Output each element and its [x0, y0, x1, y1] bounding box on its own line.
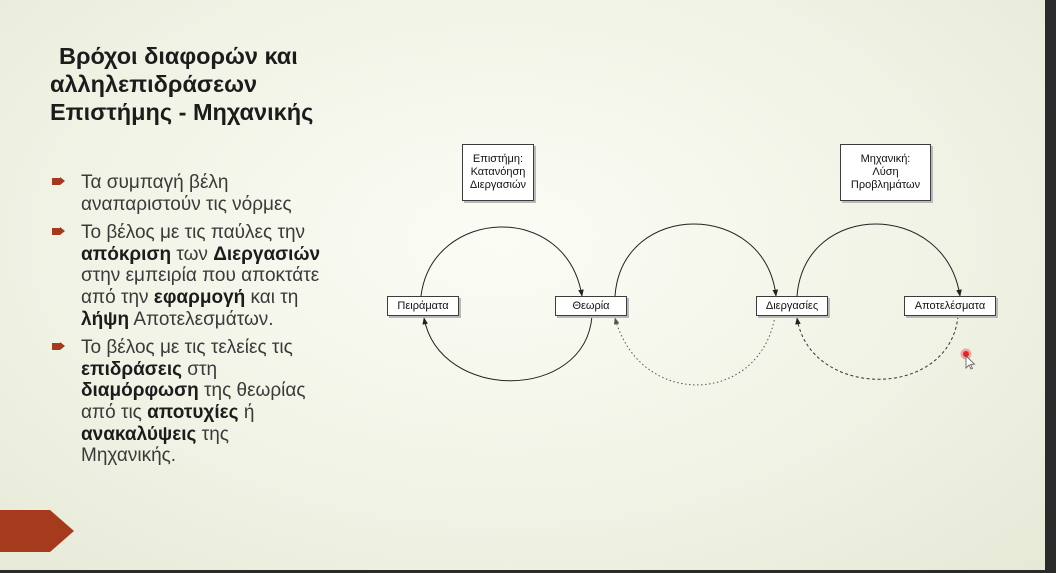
- bullet-text: ανακαλύψεις της: [81, 424, 352, 446]
- bullet-text: Μηχανικής.: [81, 445, 177, 467]
- science-box-line: Κατανόηση: [470, 166, 526, 178]
- arrow-processes-to-theory-dotted: [613, 315, 776, 386]
- bullet-text: από τις αποτυχίες ή: [81, 402, 352, 424]
- bullet-text-part: της θεωρίας: [198, 380, 306, 402]
- bullet-text-part: ή: [238, 401, 255, 423]
- mouse-pointer-icon: [965, 355, 976, 370]
- bold-term: διαμόρφωση: [81, 380, 199, 402]
- node-theory: Θεωρία: [555, 296, 627, 316]
- window-edge: [0, 570, 1056, 573]
- node-experiments: Πειράματα: [387, 296, 459, 316]
- arrow-theory-to-processes: [614, 223, 779, 297]
- bullet-text: απόκριση των Διεργασιών: [81, 244, 352, 266]
- node-label: Πειράματα: [397, 299, 449, 312]
- bullet-text-part: από τις: [81, 401, 148, 423]
- bullet-list: Τα συμπαγή βέλη αναπαριστούν τις νόρμες …: [52, 172, 352, 474]
- science-box-line: Διεργασιών: [469, 179, 527, 191]
- node-label: Διεργασίες: [765, 299, 819, 312]
- bullet-text: στην εμπειρία που αποκτάτε: [81, 265, 320, 287]
- bold-term: εφαρμογή: [153, 286, 246, 308]
- engineering-box: Μηχανική: Λύση Προβλημάτων: [840, 144, 931, 201]
- engineering-box-line: Μηχανική:: [860, 153, 911, 165]
- slide-title: Βρόχοι διαφορών και αλληλεπιδράσεων Επισ…: [50, 42, 313, 126]
- arrow-processes-to-results: [796, 223, 962, 297]
- bullet-text: διαμόρφωση της θεωρίας: [81, 380, 352, 402]
- window-edge: [1045, 0, 1056, 573]
- bullet-text-part: των: [171, 243, 214, 265]
- science-box-line: Επιστήμη:: [472, 153, 524, 165]
- arrow-theory-to-experiments: [422, 315, 593, 382]
- bullet-text: επιδράσεις στη: [81, 359, 352, 381]
- bullet-text-part: και τη: [245, 286, 299, 308]
- node-processes: Διεργασίες: [756, 296, 828, 316]
- bullet-text-part: Αποτελεσμάτων.: [129, 308, 274, 330]
- engineering-box-line: Προβλημάτων: [850, 179, 921, 191]
- title-line-1: Βρόχοι διαφορών και: [59, 43, 298, 69]
- science-box: Επιστήμη: Κατανόηση Διεργασιών: [462, 144, 534, 201]
- bold-term: επιδράσεις: [81, 358, 182, 380]
- bullet-text-part: από την: [81, 286, 154, 308]
- bullet-item-dotted: Το βέλος με τις τελείες τις επιδράσεις σ…: [52, 337, 352, 467]
- node-label: Αποτελέσματα: [914, 299, 986, 312]
- title-line-3: Επιστήμης - Μηχανικής: [50, 99, 314, 125]
- bullet-text-part: στη: [181, 358, 218, 380]
- bullet-text: λήψη Αποτελεσμάτων.: [81, 309, 352, 331]
- title-line-2: αλληλεπιδράσεων: [50, 71, 258, 97]
- bullet-text: Το βέλος με τις τελείες τις: [81, 337, 293, 359]
- arrow-results-to-processes-dashed: [795, 315, 959, 380]
- chevron-tab-icon: [0, 510, 74, 552]
- bold-term: ανακαλύψεις: [81, 423, 197, 445]
- bold-term: απόκριση: [81, 243, 172, 265]
- arrow-experiments-to-theory: [420, 226, 584, 297]
- bullet-text: Τα συμπαγή βέλη: [81, 172, 229, 193]
- bullet-text: από την εφαρμογή και τη: [81, 287, 352, 309]
- bullet-item-norms: Τα συμπαγή βέλη αναπαριστούν τις νόρμες: [52, 172, 352, 215]
- bullet-text: Το βέλος με τις παύλες την: [81, 222, 306, 244]
- bold-term: λήψη: [81, 308, 130, 330]
- node-label: Θεωρία: [572, 299, 610, 312]
- bullet-text: αναπαριστούν τις νόρμες: [81, 193, 292, 215]
- bullet-text-part: της: [196, 423, 229, 445]
- bold-term: αποτυχίες: [147, 401, 239, 423]
- bold-term: Διεργασιών: [213, 243, 321, 265]
- node-results: Αποτελέσματα: [904, 296, 996, 316]
- laser-pointer-icon: [960, 348, 976, 370]
- engineering-box-line: Λύση: [872, 166, 899, 178]
- bullet-item-dashed: Το βέλος με τις παύλες την απόκριση των …: [52, 222, 352, 330]
